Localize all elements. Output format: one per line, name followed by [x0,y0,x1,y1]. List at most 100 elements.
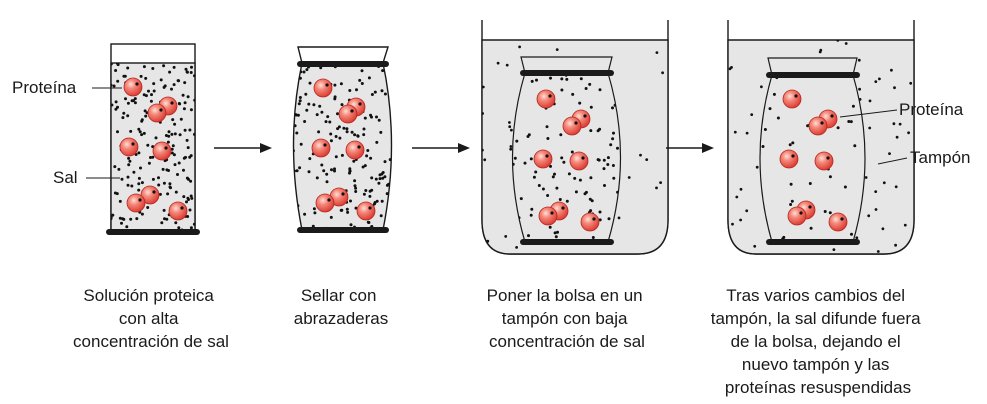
salt-dot [750,113,754,116]
salt-dot [333,169,336,173]
salt-dot [163,84,167,88]
salt-dot [645,158,649,162]
salt-dot [611,106,614,110]
salt-dot [163,217,166,221]
salt-dot [113,165,117,169]
salt-dot [293,169,296,173]
salt-dot [844,42,848,45]
salt-dot [170,101,174,105]
salt-dot [527,234,530,238]
salt-dot [172,65,176,69]
salt-dot [532,175,536,179]
salt-dot [874,80,878,83]
salt-dot [342,126,346,130]
salt-dot [135,82,139,86]
salt-dot [189,194,193,198]
salt-dot [186,215,190,218]
salt-dot [386,217,390,221]
protein-sphere [126,193,146,213]
salt-dot [591,236,595,239]
salt-dot [135,217,139,221]
salt-dot [395,96,398,99]
salt-dot [346,210,350,214]
panel-3-beaker [481,20,669,255]
salt-dot [174,221,178,225]
salt-dot [298,96,302,99]
salt-dot [361,165,365,169]
salt-dot [111,215,113,219]
salt-dot [655,186,658,190]
salt-dot [597,158,601,162]
protein-sphere [313,78,333,98]
salt-dot [545,154,549,158]
salt-dot [553,172,556,176]
salt-dot [369,113,373,117]
salt-dot [182,195,186,199]
salt-dot [510,128,513,132]
salt-dot [114,69,118,72]
salt-dot [350,109,354,113]
salt-dot [598,210,602,214]
salt-dot [186,95,190,99]
salt-dot [513,156,517,160]
salt-dot [151,177,155,181]
salt-dot [823,210,827,213]
salt-dot [381,176,385,180]
salt-dot [149,156,152,159]
salt-dot [558,198,562,201]
salt-dot [329,132,333,136]
salt-dot [390,73,392,77]
salt-dot [573,176,577,180]
salt-dot [832,248,836,252]
salt-dot [137,188,141,192]
salt-dot [375,140,379,144]
salt-dot [127,156,131,160]
salt-dot [334,155,338,159]
salt-dot [377,118,381,122]
salt-dot [559,133,563,137]
salt-dot [333,97,337,101]
salt-dot [553,231,557,235]
salt-dot [739,218,742,222]
salt-dot [486,239,490,243]
salt-dot [555,48,559,51]
salt-dot [530,79,534,83]
protein-sphere [123,77,143,97]
salt-dot [124,97,127,101]
salt-dot [186,146,190,150]
salt-dot [143,109,147,113]
salt-dot [571,92,575,96]
salt-dot [298,166,302,170]
salt-dot [509,145,513,148]
proteins-panel-2 [311,78,376,221]
salt-dot [162,64,166,68]
salt-dot [482,112,485,115]
salt-dot [578,178,582,182]
salt-dot [333,167,336,171]
salt-dot [512,162,515,166]
salt-dot [177,226,181,230]
salt-dot [353,179,357,183]
salt-dot [366,220,370,224]
salt-dot [612,131,615,135]
salt-dot [185,176,189,180]
salt-dot [184,67,188,71]
salt-dot [345,130,349,134]
salt-dot [180,206,184,210]
salt-dot [851,104,855,108]
salt-dot [857,58,861,62]
salt-dot [298,76,302,80]
salt-dot [323,143,327,147]
salt-dot [735,195,739,199]
salt-dot [116,79,120,83]
salt-dot [509,147,513,151]
salt-dot [373,90,377,94]
salt-dot [583,114,587,118]
salt-dot [286,204,289,207]
salt-dot [639,153,642,157]
salt-dot [182,168,185,172]
salt-dot [894,185,898,189]
salt-dot [874,208,878,211]
salt-dot [518,45,521,49]
